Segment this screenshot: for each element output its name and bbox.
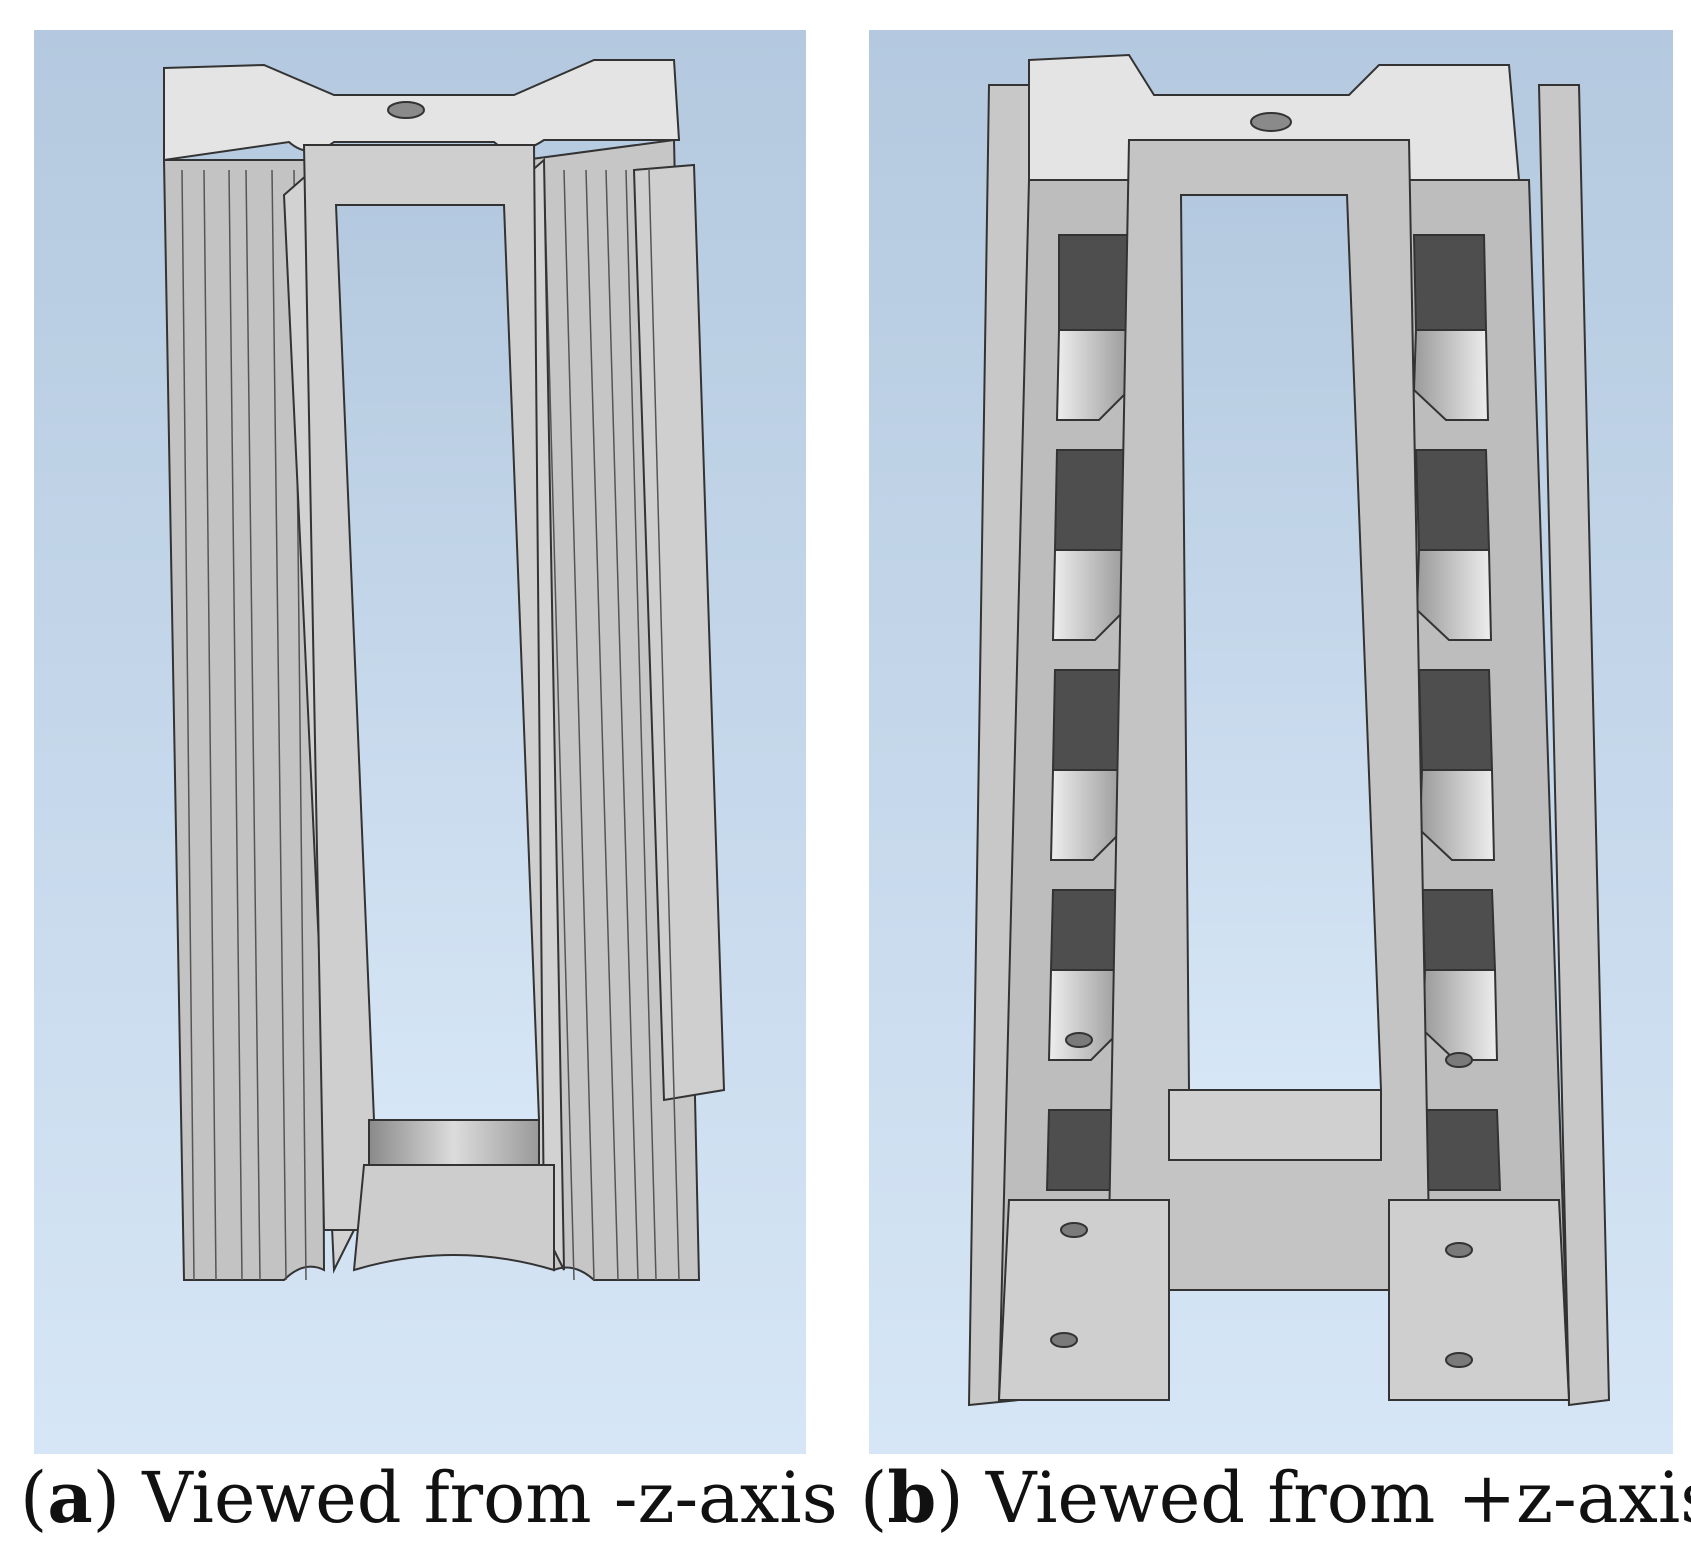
caption-letter-a: a <box>47 1456 93 1539</box>
caption-panel-b: (b) Viewed from +z-axis <box>860 1448 1691 1548</box>
left-column-facets <box>181 169 307 1281</box>
right-column-facets <box>543 169 680 1281</box>
right-base-flange <box>1388 1199 1571 1401</box>
bottom-crossbar <box>368 1119 540 1166</box>
caption-text-a: Viewed from -z-axis <box>142 1457 838 1539</box>
mounting-hole <box>1250 112 1292 132</box>
render-view-plus-z <box>869 30 1673 1454</box>
right-side-plate <box>1537 84 1611 1407</box>
left-rib-pockets <box>1045 234 1131 1191</box>
left-column <box>162 159 326 1281</box>
frame-bottom-bar <box>1168 1089 1382 1161</box>
fastener-holes <box>1050 1032 1473 1368</box>
frame-window <box>1179 194 1383 1091</box>
mounting-hole <box>387 101 425 119</box>
bottom-cutout <box>352 1164 555 1272</box>
caption-panel-a: (a) Viewed from -z-axis <box>20 1456 838 1539</box>
right-column-step <box>632 163 726 1102</box>
right-ribs <box>1412 329 1499 1061</box>
left-base-flange <box>997 1199 1170 1401</box>
caption-letter-b: b <box>887 1456 937 1539</box>
cad-part-render-a <box>34 30 806 1454</box>
render-view-minus-z <box>34 30 806 1454</box>
cad-part-render-b <box>869 30 1673 1454</box>
caption-text-b: Viewed from +z-axis <box>985 1457 1691 1539</box>
